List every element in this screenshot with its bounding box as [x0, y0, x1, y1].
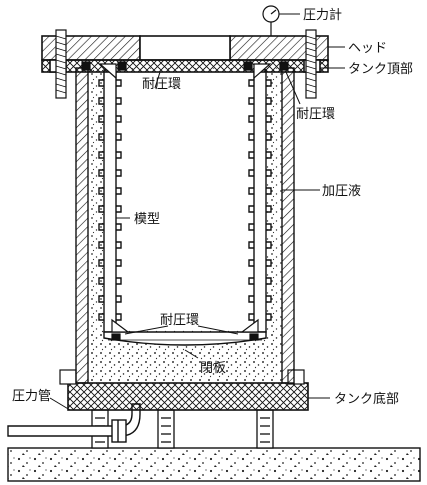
label-tank-top: タンク頂部 [348, 62, 413, 77]
label-pressure-ring-top: 耐圧環 [142, 77, 181, 92]
head-bolts [55, 29, 317, 99]
label-pressurizing-liquid: 加圧液 [322, 184, 361, 199]
label-tank-bottom: タンク底部 [334, 391, 399, 407]
label-head: ヘッド [348, 41, 387, 56]
tank-walls [75, 67, 295, 384]
leader-lines [49, 13, 345, 411]
label-model: 模型 [134, 212, 160, 227]
pressure-ring-top-parts [81, 61, 289, 80]
pressure-gauge-icon [262, 5, 280, 36]
pressure-ring-bottom-parts [111, 318, 259, 341]
label-pressure-gauge: 圧力計 [303, 7, 342, 23]
label-pressure-ring-right: 耐圧環 [296, 107, 335, 122]
pressure-pipe [7, 403, 141, 443]
label-pressure-ring-bottom: 耐圧環 [160, 313, 199, 328]
ground-foundation [7, 447, 421, 482]
label-pressure-pipe: 圧力管 [12, 389, 51, 404]
model-cylinder [98, 69, 272, 333]
label-closing-plate: 閉板 [200, 361, 226, 376]
labels: 圧力計 ヘッド タンク頂部 耐圧環 耐圧環 加圧液 模型 耐圧環 閉板 圧力管 … [12, 7, 413, 407]
